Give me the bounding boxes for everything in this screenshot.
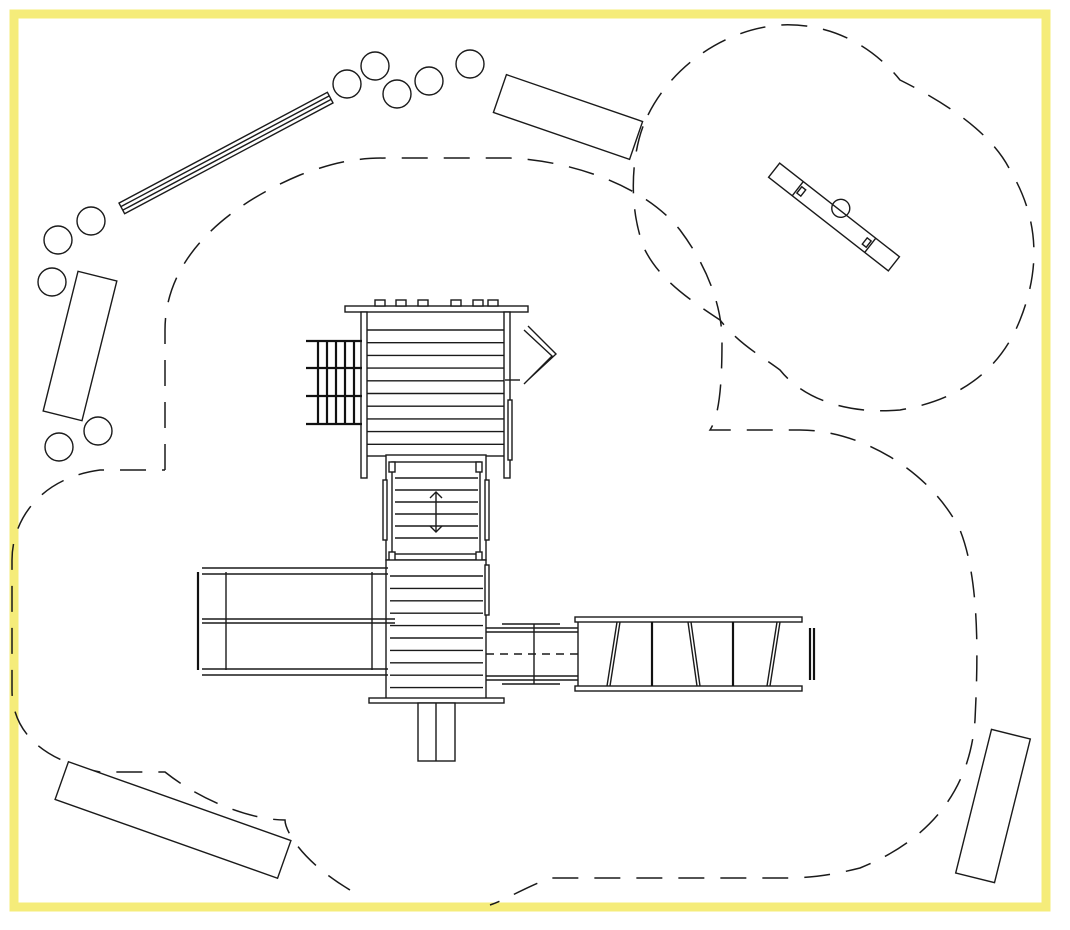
- playset-tower: [306, 299, 558, 762]
- bench-bottom-left: [54, 760, 292, 880]
- shrub: [44, 432, 74, 462]
- roof-rail: [344, 305, 529, 313]
- safety-zones: [11, 24, 1035, 906]
- shrub: [332, 69, 362, 99]
- shrub: [360, 51, 390, 81]
- log-beam: [118, 91, 334, 215]
- shrub: [43, 225, 73, 255]
- bench-bottom-right: [954, 728, 1032, 884]
- shrubs: [37, 49, 485, 462]
- shrub: [76, 206, 106, 236]
- bridge: [486, 616, 816, 692]
- lower-deck: [385, 559, 487, 701]
- swing-beam: [196, 567, 395, 676]
- bench-left: [42, 270, 118, 422]
- shrub: [37, 267, 67, 297]
- seesaw-safety-zone: [632, 24, 1035, 412]
- benches: [42, 73, 1032, 884]
- seesaw: [767, 162, 901, 272]
- shrub: [414, 66, 444, 96]
- shrub: [455, 49, 485, 79]
- shrub: [382, 79, 412, 109]
- rung-ladder: [306, 339, 362, 426]
- upper-deck: [362, 310, 510, 457]
- bench-top-right: [492, 73, 644, 161]
- shrub: [83, 416, 113, 446]
- frame-border: [9, 9, 1051, 912]
